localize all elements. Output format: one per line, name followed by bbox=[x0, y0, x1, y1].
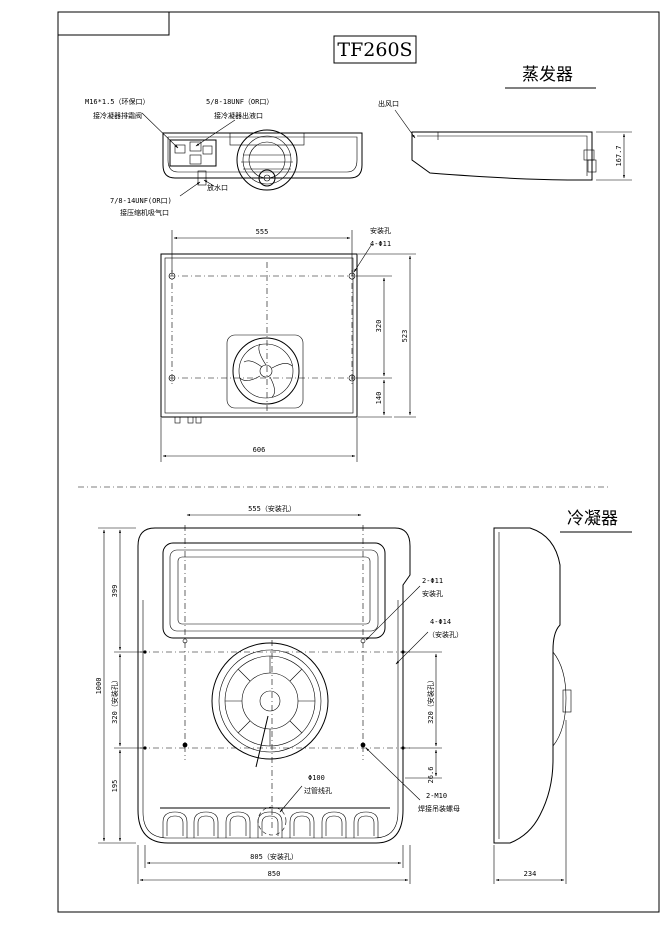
condenser-side-view bbox=[493, 527, 572, 844]
cond-callout-m10-sub: 焊接吊装螺母 bbox=[418, 804, 460, 813]
evap-callout-hole: 安装孔 bbox=[370, 226, 391, 235]
cond-dim-805: 805（安装孔） bbox=[144, 845, 404, 868]
evaporator-front-view bbox=[162, 129, 363, 191]
cond-callout-4phi14-sub: （安装孔） bbox=[428, 630, 463, 639]
cond-callout-phi100-sub: 过管线孔 bbox=[304, 786, 332, 795]
sheet-border bbox=[57, 11, 660, 913]
evap-callout-78-sub: 接压缩机吸气口 bbox=[120, 208, 169, 217]
svg-text:805（安装孔）: 805（安装孔） bbox=[250, 852, 298, 861]
svg-text:399: 399 bbox=[111, 585, 119, 598]
svg-text:140: 140 bbox=[375, 392, 383, 405]
condenser-title: 冷凝器 bbox=[567, 509, 618, 529]
svg-text:320（安装孔）: 320（安装孔） bbox=[110, 676, 119, 724]
svg-text:1000: 1000 bbox=[95, 678, 103, 695]
svg-text:555: 555 bbox=[256, 228, 269, 236]
svg-text:850: 850 bbox=[268, 870, 281, 878]
title-tab bbox=[57, 11, 170, 36]
model-title: TF260S bbox=[337, 39, 412, 61]
cond-dim-320-left: 320（安装孔） bbox=[110, 653, 142, 749]
evap-callout-drain: 放水口 bbox=[207, 183, 228, 192]
svg-text:195: 195 bbox=[111, 780, 119, 793]
cond-dim-399: 399 bbox=[111, 529, 142, 653]
svg-text:26.6: 26.6 bbox=[427, 767, 435, 784]
evap-callout-hole-qty: 4-Φ11 bbox=[370, 240, 391, 248]
cond-dim-195: 195 bbox=[111, 749, 122, 842]
evap-callout-58: 5/8-18UNF（OR口） bbox=[206, 98, 273, 106]
cond-dim-234: 234 bbox=[493, 720, 567, 884]
evap-dim-140: 140 bbox=[358, 379, 392, 418]
cond-callout-2phi11: 2-Φ11 bbox=[422, 577, 443, 585]
cond-callout-m10: 2-M10 bbox=[426, 792, 447, 800]
svg-text:234: 234 bbox=[524, 870, 537, 878]
model-title-box bbox=[333, 35, 417, 64]
evaporator-title: 蒸发器 bbox=[522, 65, 573, 85]
cond-dim-850: 850 bbox=[137, 845, 411, 884]
cond-callout-2phi11-sub: 安装孔 bbox=[422, 589, 443, 598]
evap-callout-m16-sub: 接冷凝器排霜阀 bbox=[93, 111, 142, 120]
svg-text:320（安装孔）: 320（安装孔） bbox=[426, 676, 435, 724]
evaporator-top-view bbox=[160, 253, 358, 424]
cond-callout-phi100: Φ100 bbox=[308, 774, 325, 782]
cond-dim-26-6: 26.6 bbox=[405, 749, 442, 784]
evaporator-side-view bbox=[411, 131, 597, 181]
cond-dim-555: 555（安装孔） bbox=[186, 504, 362, 517]
svg-text:320: 320 bbox=[375, 320, 383, 333]
svg-text:523: 523 bbox=[401, 330, 409, 343]
svg-text:167.7: 167.7 bbox=[615, 145, 623, 166]
svg-text:555（安装孔）: 555（安装孔） bbox=[248, 504, 296, 513]
svg-text:606: 606 bbox=[253, 446, 266, 454]
cond-dim-1000: 1000 bbox=[95, 527, 136, 844]
cond-callout-4phi14: 4-Φ14 bbox=[430, 618, 451, 626]
evap-dim-height: 167.7 bbox=[596, 131, 632, 181]
evap-dim-523: 523 bbox=[358, 253, 416, 418]
evap-dim-606: 606 bbox=[160, 418, 358, 462]
evap-dim-320: 320 bbox=[356, 275, 392, 379]
evap-callout-m16: M16*1.5（环保口） bbox=[85, 97, 150, 106]
condenser-front-view bbox=[137, 525, 411, 844]
evap-callout-78: 7/8-14UNF(OR口) bbox=[110, 197, 172, 205]
evap-callout-58-sub: 接冷凝器出液口 bbox=[214, 111, 263, 120]
cond-dim-320-right: 320（安装孔） bbox=[405, 651, 442, 749]
evap-dim-555: 555 bbox=[171, 228, 353, 272]
evap-callout-outlet: 出风口 bbox=[378, 99, 399, 108]
